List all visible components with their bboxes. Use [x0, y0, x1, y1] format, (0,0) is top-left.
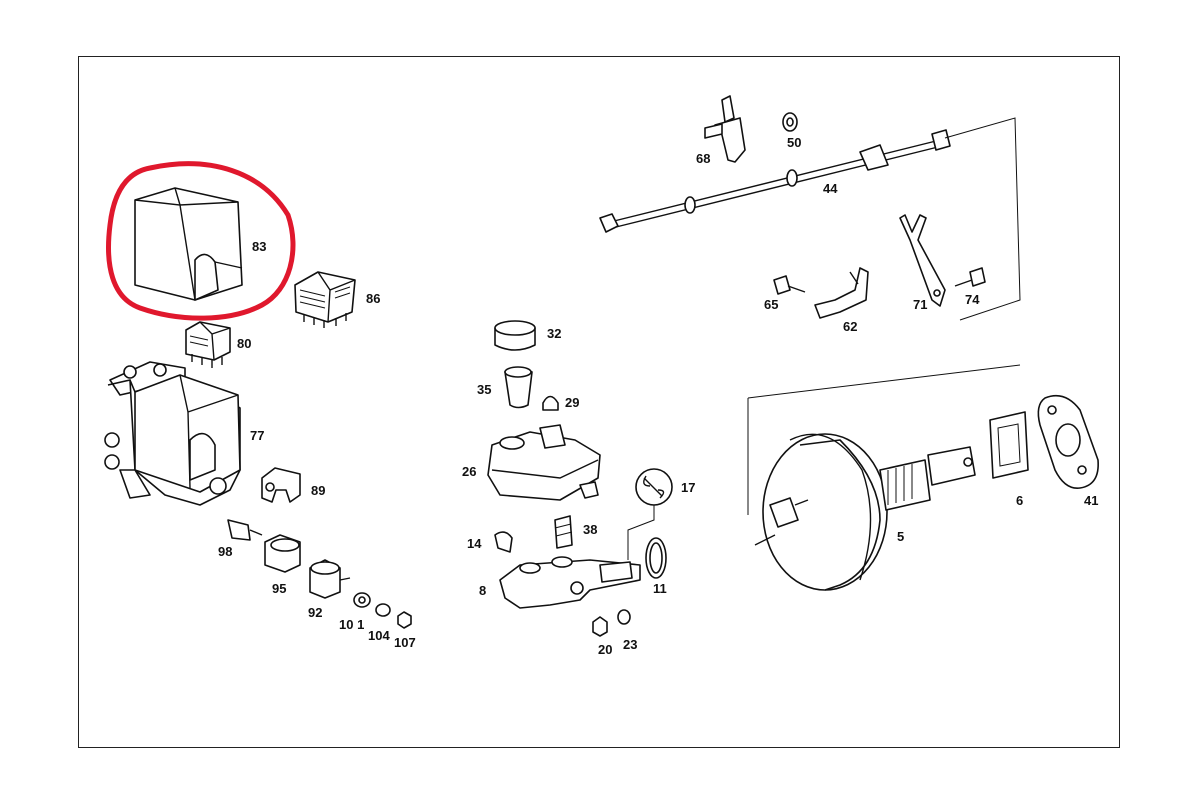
part-74-screw[interactable]	[954, 267, 986, 287]
label-part-35: 35	[477, 382, 492, 397]
part-80-relay[interactable]	[185, 321, 231, 368]
label-part-6: 6	[1016, 493, 1024, 508]
label-part-17: 17	[681, 480, 696, 495]
label-part-50: 50	[787, 135, 802, 150]
label-part-14: 14	[467, 536, 482, 551]
part-89-bracket[interactable]	[261, 467, 301, 503]
highlight-circle	[106, 161, 296, 321]
label-part-44: 44	[823, 181, 838, 196]
part-23-washer[interactable]	[617, 609, 631, 625]
part-8-master-cylinder[interactable]	[499, 556, 641, 609]
label-part-38: 38	[583, 522, 598, 537]
part-20-nut[interactable]	[592, 616, 608, 637]
label-part-101: 10 1	[339, 617, 365, 632]
part-98-stud[interactable]	[227, 519, 263, 541]
label-part-62: 62	[843, 319, 858, 334]
label-part-41: 41	[1084, 493, 1099, 508]
label-part-5: 5	[897, 529, 905, 544]
part-62-bracket[interactable]	[814, 267, 869, 319]
part-65-screw[interactable]	[773, 275, 806, 295]
label-part-74: 74	[965, 292, 980, 307]
label-part-68: 68	[696, 151, 711, 166]
part-95-bushing[interactable]	[264, 534, 301, 573]
label-part-86: 86	[366, 291, 381, 306]
part-44-cable[interactable]	[599, 117, 1021, 321]
part-6-gasket[interactable]	[989, 411, 1029, 479]
label-part-71: 71	[913, 297, 928, 312]
part-107-nut[interactable]	[397, 611, 412, 629]
label-part-107: 107	[394, 635, 416, 650]
part-17-tool-symbol[interactable]	[627, 468, 673, 560]
label-part-8: 8	[479, 583, 487, 598]
part-32-cap[interactable]	[494, 320, 536, 351]
label-part-29: 29	[565, 395, 580, 410]
part-104-spring-washer[interactable]	[375, 603, 391, 617]
label-part-77: 77	[250, 428, 265, 443]
part-92-mount[interactable]	[309, 559, 351, 599]
label-part-89: 89	[311, 483, 326, 498]
part-29-plug[interactable]	[542, 395, 559, 411]
part-14-plug[interactable]	[494, 531, 513, 553]
label-part-92: 92	[308, 605, 323, 620]
label-part-26: 26	[462, 464, 477, 479]
label-part-32: 32	[547, 326, 562, 341]
part-86-relay[interactable]	[294, 271, 356, 328]
part-71-lever[interactable]	[899, 214, 946, 307]
label-part-104: 104	[368, 628, 390, 643]
part-35-filter[interactable]	[504, 366, 533, 409]
part-50-grommet[interactable]	[782, 112, 798, 132]
part-26-reservoir[interactable]	[487, 424, 601, 501]
part-77-hydraulic-unit[interactable]	[104, 361, 241, 506]
label-part-95: 95	[272, 581, 287, 596]
part-38-seal[interactable]	[554, 515, 573, 549]
label-part-80: 80	[237, 336, 252, 351]
label-part-11: 11	[653, 581, 667, 596]
part-83-cover[interactable]	[134, 187, 243, 301]
label-part-83: 83	[252, 239, 267, 254]
part-68-connector[interactable]	[704, 95, 746, 163]
part-11-o-ring[interactable]	[645, 537, 667, 579]
label-part-65: 65	[764, 297, 779, 312]
part-101-washer[interactable]	[353, 592, 371, 608]
label-part-20: 20	[598, 642, 613, 657]
part-5-brake-booster[interactable]	[747, 364, 1021, 591]
part-41-flange[interactable]	[1037, 394, 1099, 489]
label-part-23: 23	[623, 637, 638, 652]
label-part-98: 98	[218, 544, 233, 559]
